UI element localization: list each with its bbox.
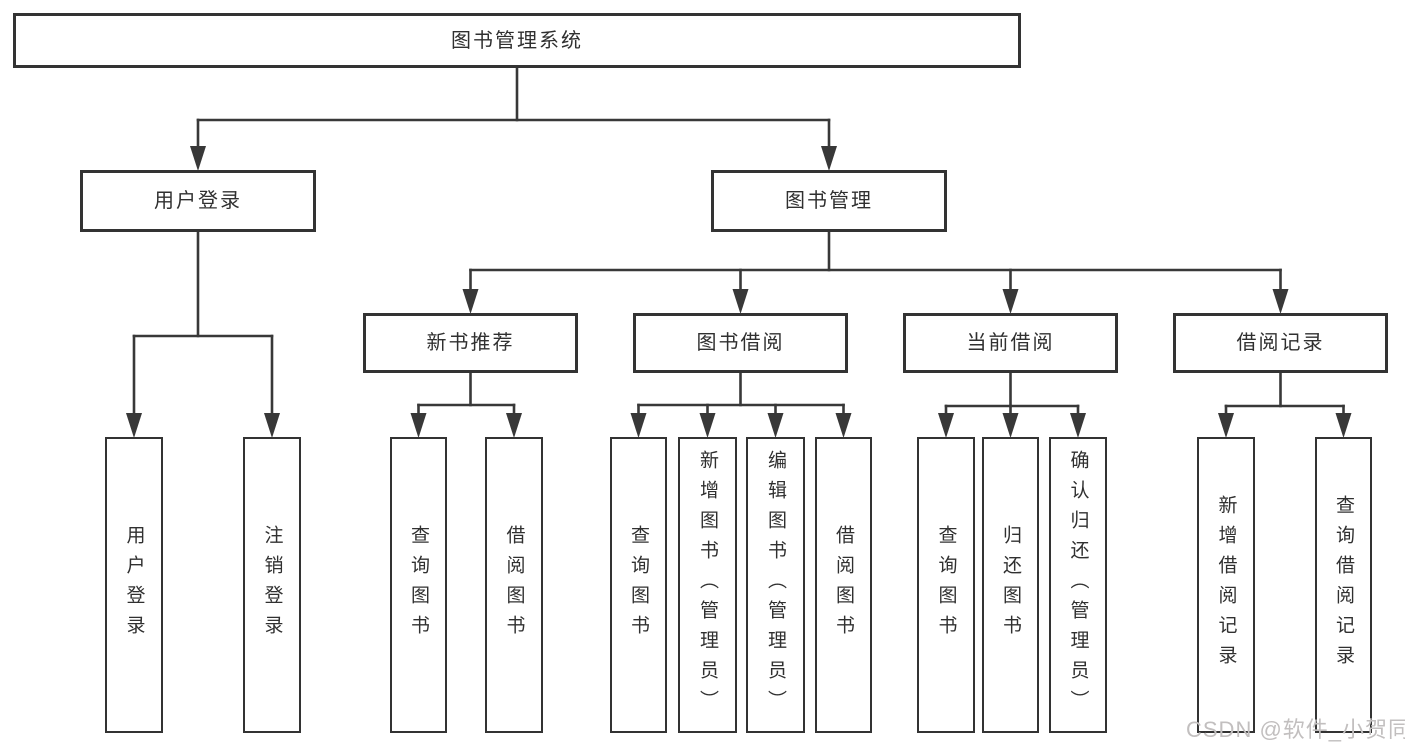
node-book-mgmt: 图书管理	[711, 170, 947, 232]
node-nbr-borrow: 借阅图书	[485, 437, 543, 733]
node-user-login: 用户登录	[80, 170, 316, 232]
node-bb-edit: 编辑图书（管理员）	[746, 437, 805, 733]
node-new-book-rec: 新书推荐	[363, 313, 578, 373]
node-br-add: 新增借阅记录	[1197, 437, 1255, 733]
node-ul-login: 用户登录	[105, 437, 163, 733]
node-ul-logout: 注销登录	[243, 437, 301, 733]
node-nbr-query: 查询图书	[390, 437, 447, 733]
node-cb-query: 查询图书	[917, 437, 975, 733]
watermark: CSDN @软件_小贺同学	[1186, 717, 1405, 742]
node-current-borrow: 当前借阅	[903, 313, 1118, 373]
node-root: 图书管理系统	[13, 13, 1021, 68]
node-borrow-records: 借阅记录	[1173, 313, 1388, 373]
node-cb-confirm: 确认归还（管理员）	[1049, 437, 1107, 733]
node-bb-borrow: 借阅图书	[815, 437, 872, 733]
node-book-borrow: 图书借阅	[633, 313, 848, 373]
node-cb-return: 归还图书	[982, 437, 1039, 733]
node-bb-add: 新增图书（管理员）	[678, 437, 737, 733]
node-br-query: 查询借阅记录	[1315, 437, 1372, 733]
node-bb-query: 查询图书	[610, 437, 667, 733]
